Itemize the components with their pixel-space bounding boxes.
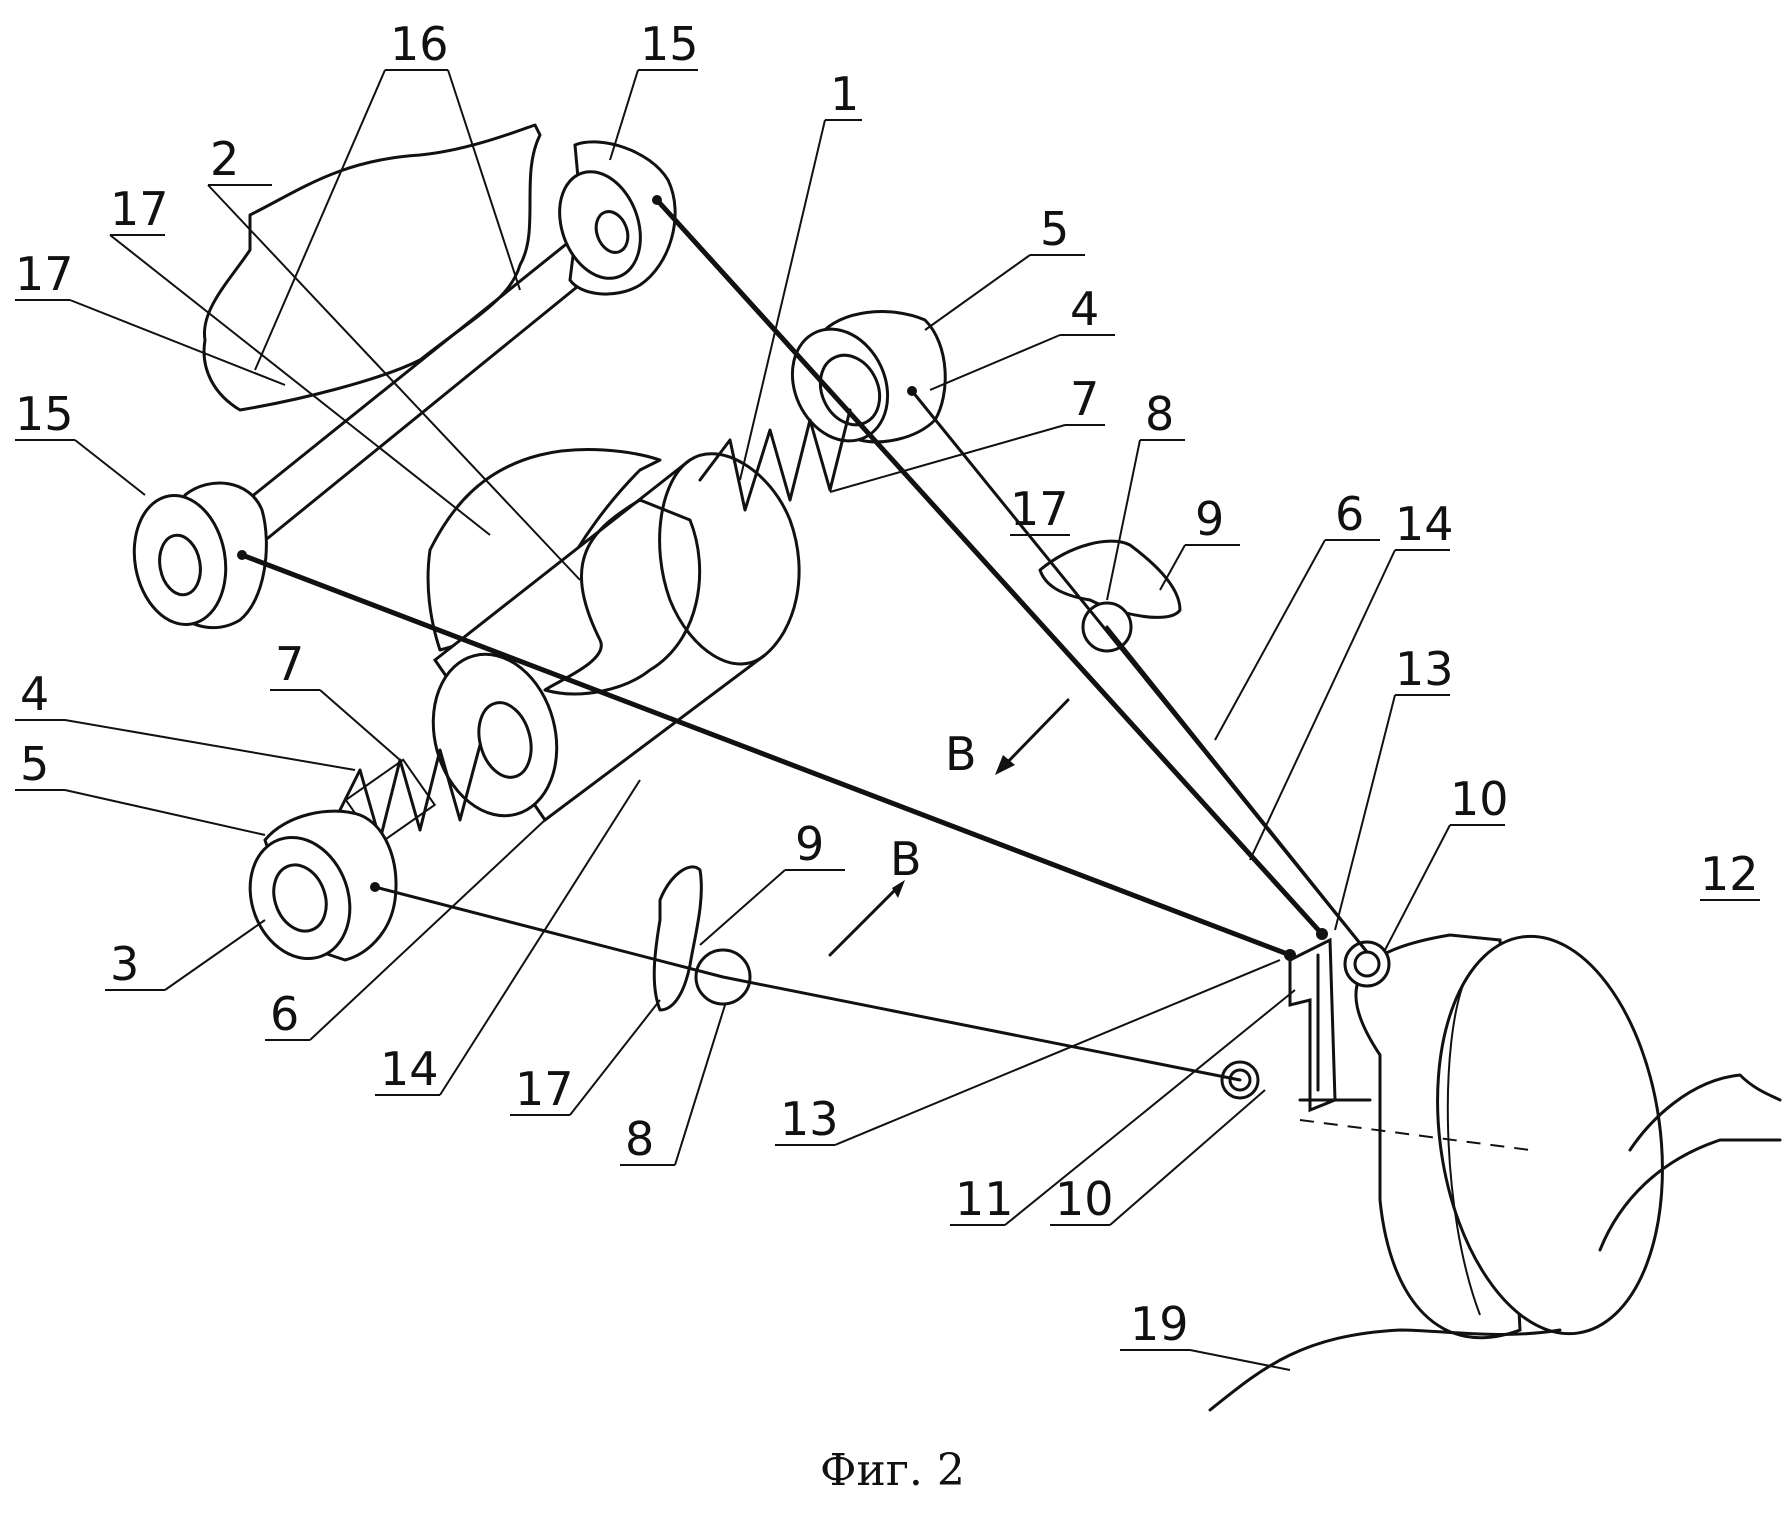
label-6-left: 6 (270, 987, 299, 1041)
road-19 (1208, 1073, 1782, 1412)
spring-7-upper (698, 408, 852, 512)
label-4-left: 4 (20, 667, 49, 721)
label-12: 12 (1700, 847, 1759, 901)
hub-3 (248, 809, 398, 962)
label-15-left: 15 (15, 387, 74, 441)
pulley-left (431, 652, 559, 818)
label-19: 19 (1130, 1297, 1189, 1351)
label-b-lower: B (890, 832, 922, 886)
label-17-c: 17 (1010, 482, 1069, 536)
label-5-upper: 5 (1040, 202, 1069, 256)
label-9-upper: 9 (1195, 492, 1224, 546)
bracket-11 (1288, 937, 1372, 1113)
bushing-15-left (132, 481, 268, 630)
pulley-10-upper (1343, 940, 1391, 988)
label-6-right: 6 (1335, 487, 1364, 541)
label-14-right: 14 (1395, 497, 1454, 551)
hub-4-upper (790, 310, 947, 444)
leader-lines (15, 69, 1760, 1371)
arrow-b-lower (828, 880, 905, 957)
label-2: 2 (210, 132, 239, 186)
label-14-left: 14 (380, 1042, 439, 1096)
wall-section-middle (426, 448, 662, 652)
label-17-d: 17 (515, 1062, 574, 1116)
label-9-lower: 9 (795, 817, 824, 871)
figure-caption: Фиг. 2 (820, 1445, 965, 1496)
label-b-upper: B (945, 727, 977, 781)
wall-section-upper (202, 123, 542, 412)
axle-16 (233, 223, 622, 540)
label-8-lower: 8 (625, 1112, 654, 1166)
label-8-upper: 8 (1145, 387, 1174, 441)
label-7-upper: 7 (1070, 372, 1099, 426)
label-16: 16 (390, 17, 449, 71)
label-4-upper: 4 (1070, 282, 1099, 336)
label-15-top: 15 (640, 17, 699, 71)
label-10-lower: 10 (1055, 1172, 1114, 1226)
label-13-right: 13 (1395, 642, 1454, 696)
label-5-left: 5 (20, 737, 49, 791)
label-13-lower: 13 (780, 1092, 839, 1146)
label-17-a: 17 (110, 182, 169, 236)
label-11: 11 (955, 1172, 1014, 1226)
arrow-b-upper (995, 698, 1070, 775)
label-3: 3 (110, 937, 139, 991)
label-10-right: 10 (1450, 772, 1509, 826)
reference-labels: 16 15 1 2 17 17 15 5 4 7 8 17 9 6 14 13 … (15, 17, 1759, 1351)
holder-9-upper (1038, 539, 1182, 619)
holder-9-lower (652, 865, 703, 1012)
cables (237, 195, 1369, 1082)
label-17-b: 17 (15, 247, 74, 301)
label-7-left: 7 (275, 637, 304, 691)
bushing-15-top (558, 140, 677, 296)
label-1: 1 (830, 67, 859, 121)
